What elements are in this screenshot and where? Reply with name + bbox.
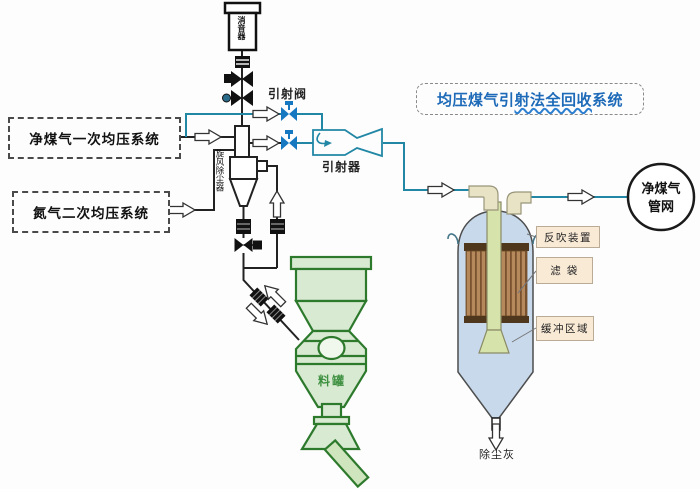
diagram-title: 均压煤气引射法全回收系统 <box>416 83 644 115</box>
label-leaders <box>511 233 537 343</box>
material-tank <box>289 255 373 489</box>
cyclone-cone <box>228 178 259 207</box>
flow-arrow <box>194 129 222 145</box>
flow-arrow <box>252 106 280 122</box>
up-flow-arrow <box>269 190 285 218</box>
standpipe-header <box>234 125 250 158</box>
muffler-body <box>227 11 258 52</box>
clean-gas-network-label: 净煤气 管网 <box>628 180 694 215</box>
dust-ash-label: 除尘灰 <box>479 449 515 461</box>
tank-chute <box>323 438 370 489</box>
blowback-device-label: 反吹装置 <box>536 226 600 248</box>
center-inlet-tube <box>486 201 502 331</box>
vent-valve-2 <box>222 90 253 106</box>
bellows-connector <box>235 56 250 68</box>
tank-sightglass <box>317 335 346 361</box>
ejector-motive-line <box>297 113 323 131</box>
muffler-cap <box>223 1 262 15</box>
clean-gas-network-node <box>626 162 696 232</box>
muffler-assembly <box>222 1 262 106</box>
left-bellows <box>236 219 251 234</box>
valve-handle <box>222 93 231 103</box>
bag-filter-vessel <box>447 185 544 451</box>
flow-arrow <box>168 202 196 218</box>
material-tank-label: 料罐 <box>317 374 346 388</box>
ejector-valve-top <box>281 101 297 121</box>
ejector-venturi <box>312 127 383 158</box>
outlet-elbow <box>506 191 532 215</box>
tank-neck <box>320 402 343 420</box>
ejector-valve-label: 引射阀 <box>268 87 308 101</box>
filter-bag-label: 滤 袋 <box>536 257 593 284</box>
filter-inlet-line <box>383 142 469 191</box>
muffler-label: 消音器 <box>237 16 246 40</box>
cyclone-label: 旋风除尘器 <box>215 149 225 192</box>
flow-arrow <box>567 189 595 205</box>
vent-valve-1 <box>224 71 253 87</box>
ejector-branch-top <box>185 113 281 137</box>
title-part2: 射法全回收 <box>514 91 592 109</box>
title-part1: 均压煤气引 <box>436 91 515 109</box>
cyclone-nozzle <box>256 160 268 172</box>
ejector-label: 引射器 <box>322 160 362 174</box>
cyclone-barrel <box>229 156 258 180</box>
blowback-hook-left <box>447 233 459 245</box>
nitrogen-equalize-box: 氮气二次均压系统 <box>12 191 170 233</box>
inlet-tube-flare <box>478 329 510 354</box>
valve-actuator <box>224 74 233 83</box>
flow-arrow <box>252 135 280 151</box>
flow-arrow <box>427 182 455 198</box>
title-part3: 系统 <box>592 91 624 109</box>
primary-equalize-box: 净煤气一次均压系统 <box>8 117 181 159</box>
clean-gas-line1: 净煤气 <box>641 181 681 196</box>
tank-flange <box>289 255 373 271</box>
right-bellows <box>270 219 285 234</box>
ejector-valve-bottom <box>281 130 297 150</box>
tank-skirt <box>300 422 361 451</box>
discharge-valve <box>234 238 262 252</box>
flex-coupling <box>249 287 269 307</box>
flex-coupling <box>266 304 286 324</box>
inlet-elbow <box>468 185 499 211</box>
buffer-zone-label: 缓冲区域 <box>536 316 594 341</box>
tank-upper-body <box>294 267 368 303</box>
clean-gas-line2: 管网 <box>647 198 674 214</box>
cyclone-separator <box>228 156 268 207</box>
valve-actuator <box>253 240 262 250</box>
tank-taper <box>294 299 368 333</box>
